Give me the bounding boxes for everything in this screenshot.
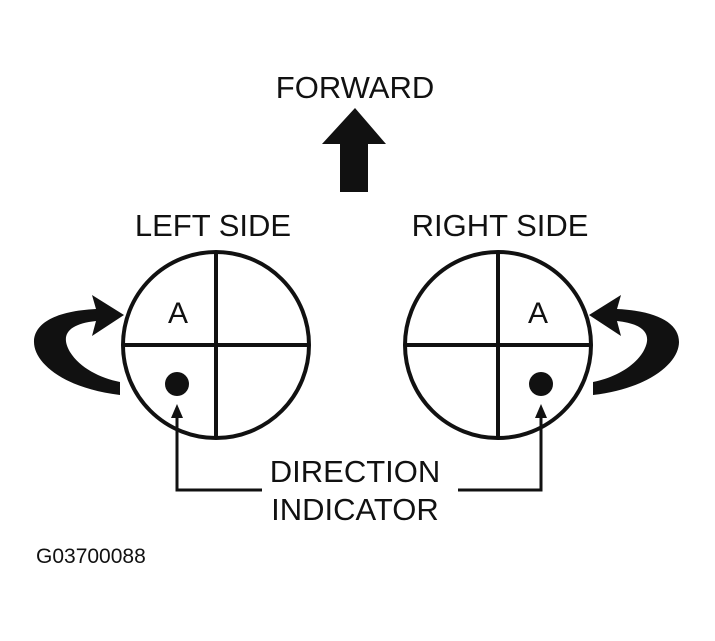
left-leader-arrowhead-icon [171,404,183,418]
left-rotation-arrow-icon [34,295,124,395]
left-direction-dot [165,372,189,396]
left-wheel-dial [121,250,311,440]
right-side-label: RIGHT SIDE [412,208,589,243]
right-leader-arrowhead-icon [535,404,547,418]
direction-indicator-line1: DIRECTION [270,454,441,489]
right-direction-dot [529,372,553,396]
figure-code: G03700088 [36,545,146,568]
left-side-label: LEFT SIDE [135,208,291,243]
left-quadrant-mark: A [168,297,188,330]
right-wheel-dial [403,250,593,440]
right-quadrant-mark: A [528,297,548,330]
direction-indicator-line2: INDICATOR [271,492,439,527]
right-rotation-arrow-icon [589,295,679,395]
forward-arrow-icon [322,108,386,192]
direction-leader-lines [175,408,543,492]
forward-label: FORWARD [276,70,434,105]
